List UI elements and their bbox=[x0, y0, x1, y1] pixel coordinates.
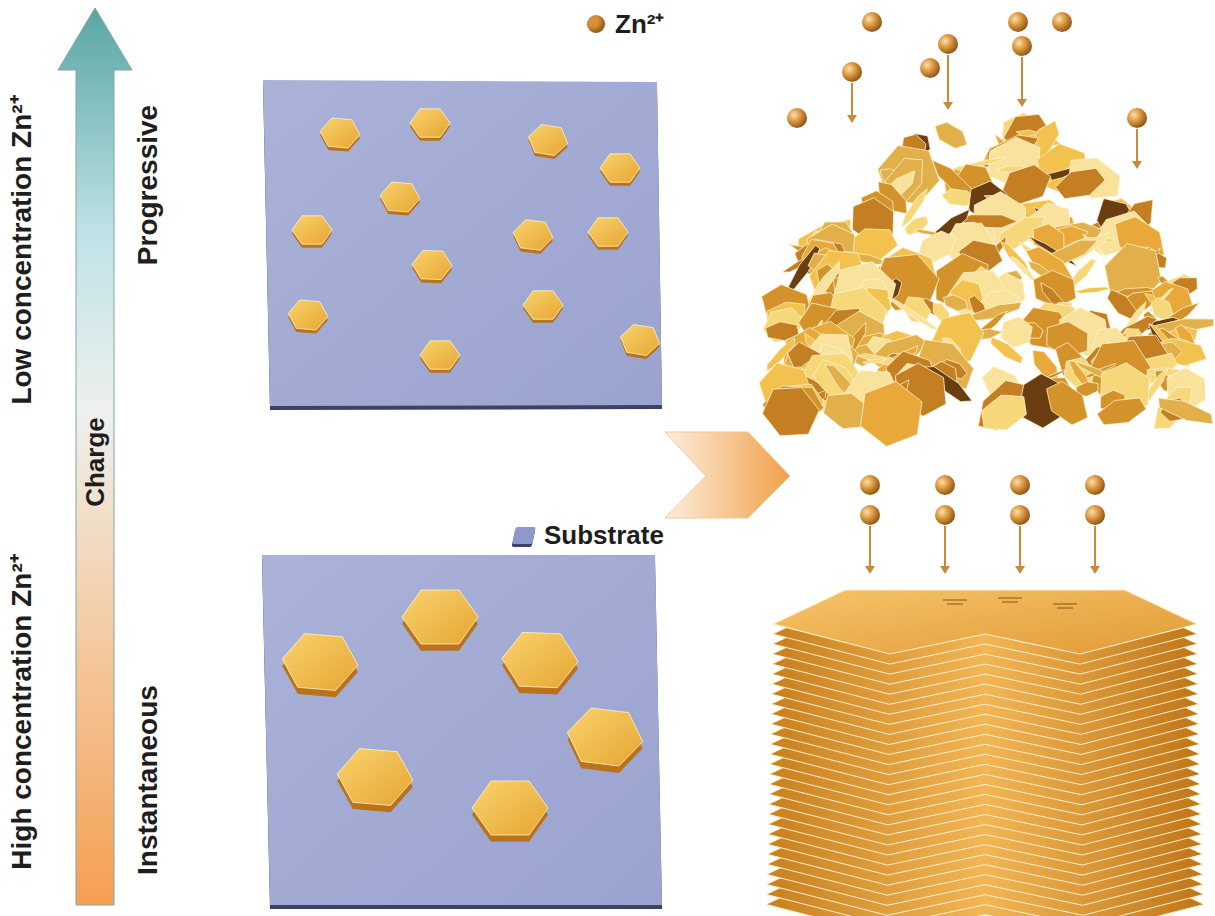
dendritic-deposit bbox=[749, 105, 1215, 456]
zn-nuclei-small bbox=[288, 109, 659, 373]
nucleus bbox=[288, 300, 328, 330]
zn-flake bbox=[930, 117, 971, 153]
deposit-arrowhead bbox=[943, 102, 953, 110]
nucleus bbox=[523, 291, 563, 319]
deposit-arrowhead bbox=[1017, 99, 1027, 107]
deposit-arrowhead bbox=[940, 566, 950, 574]
deposit-arrowhead bbox=[847, 115, 857, 123]
nucleus bbox=[420, 341, 460, 369]
zn-ion bbox=[920, 58, 940, 78]
zn-flake bbox=[886, 295, 940, 334]
nucleus bbox=[588, 218, 628, 246]
deposit-arrow bbox=[1019, 526, 1021, 568]
zn-ion bbox=[935, 475, 955, 495]
legend-item: Zn²⁺ bbox=[587, 11, 664, 37]
zn-ion bbox=[862, 12, 882, 32]
zn-flake bbox=[862, 357, 887, 364]
zn-ion bbox=[1010, 475, 1030, 495]
zn-ion bbox=[1008, 12, 1028, 32]
zn-ion bbox=[842, 62, 862, 82]
nucleus bbox=[502, 632, 578, 687]
nucleus bbox=[620, 325, 659, 356]
zn-ion bbox=[860, 505, 880, 525]
substrate-swatch bbox=[512, 527, 536, 544]
nucleus bbox=[380, 182, 420, 212]
zn-flake bbox=[849, 372, 934, 456]
nucleus bbox=[472, 781, 548, 835]
zn-nuclei-large bbox=[282, 590, 642, 842]
zn-flake bbox=[1052, 162, 1108, 205]
deposit-arrow bbox=[947, 55, 949, 104]
deposit-arrow bbox=[1094, 526, 1096, 568]
nucleus bbox=[412, 250, 452, 279]
zn-ion bbox=[938, 34, 958, 54]
nucleus bbox=[337, 749, 413, 806]
axis-label: High concentration Zn²⁺ bbox=[8, 554, 36, 869]
arrow-label: Charge bbox=[82, 417, 108, 507]
step-mark bbox=[1053, 604, 1077, 608]
deposit-arrowhead bbox=[865, 566, 875, 574]
zn-ion bbox=[1085, 475, 1105, 495]
nucleus bbox=[513, 220, 553, 251]
deposit-arrow bbox=[1021, 57, 1023, 101]
zn-ion bbox=[1085, 505, 1105, 525]
process-arrow bbox=[665, 432, 790, 518]
nucleus bbox=[402, 590, 478, 644]
deposit-arrowhead bbox=[1015, 566, 1025, 574]
substrate-plate bbox=[263, 80, 662, 410]
mode-label: Instantaneous bbox=[134, 685, 162, 875]
deposit-arrowhead bbox=[1090, 566, 1100, 574]
zn-ion bbox=[1052, 12, 1072, 32]
zn-ion bbox=[787, 108, 807, 128]
layered-deposit bbox=[766, 590, 1204, 916]
zn-flake bbox=[974, 386, 1033, 438]
nucleus bbox=[282, 634, 358, 691]
legend-item: Substrate bbox=[514, 522, 664, 548]
deposit-arrowhead bbox=[1132, 161, 1142, 169]
zn-flake bbox=[756, 377, 825, 447]
zn-ion bbox=[1010, 505, 1030, 525]
zn-flake bbox=[902, 213, 931, 239]
ion-swatch bbox=[587, 15, 605, 33]
zn-flake bbox=[1095, 392, 1149, 430]
substrate-plate bbox=[262, 555, 662, 909]
zn-ions bbox=[787, 12, 1147, 574]
zn-flake bbox=[987, 334, 1026, 367]
zn-flake bbox=[969, 371, 1033, 439]
axis-label: Low concentration Zn²⁺ bbox=[8, 95, 36, 404]
zn-flake bbox=[1038, 374, 1095, 432]
deposit-arrow bbox=[1136, 129, 1138, 163]
stack-top bbox=[773, 590, 1197, 654]
step-mark bbox=[998, 598, 1022, 602]
step-mark bbox=[943, 600, 967, 604]
legend-text: Zn²⁺ bbox=[615, 11, 664, 37]
legend-text: Substrate bbox=[544, 522, 664, 548]
zn-ion bbox=[935, 505, 955, 525]
zn-ion bbox=[1012, 36, 1032, 56]
deposit-arrow bbox=[869, 526, 871, 568]
zn-flake bbox=[1075, 286, 1109, 295]
zn-ion bbox=[1127, 108, 1147, 128]
nucleus bbox=[600, 154, 640, 182]
zn-ion bbox=[860, 475, 880, 495]
nucleus bbox=[410, 109, 450, 137]
deposit-arrow bbox=[944, 526, 946, 568]
nucleus bbox=[567, 708, 642, 766]
nucleus bbox=[320, 118, 360, 148]
nucleus bbox=[292, 216, 332, 244]
mode-label: Progressive bbox=[134, 105, 162, 265]
charge-arrow bbox=[58, 8, 132, 905]
nucleus bbox=[528, 125, 567, 156]
zn-flake bbox=[1154, 393, 1215, 429]
deposit-arrow bbox=[851, 83, 853, 117]
